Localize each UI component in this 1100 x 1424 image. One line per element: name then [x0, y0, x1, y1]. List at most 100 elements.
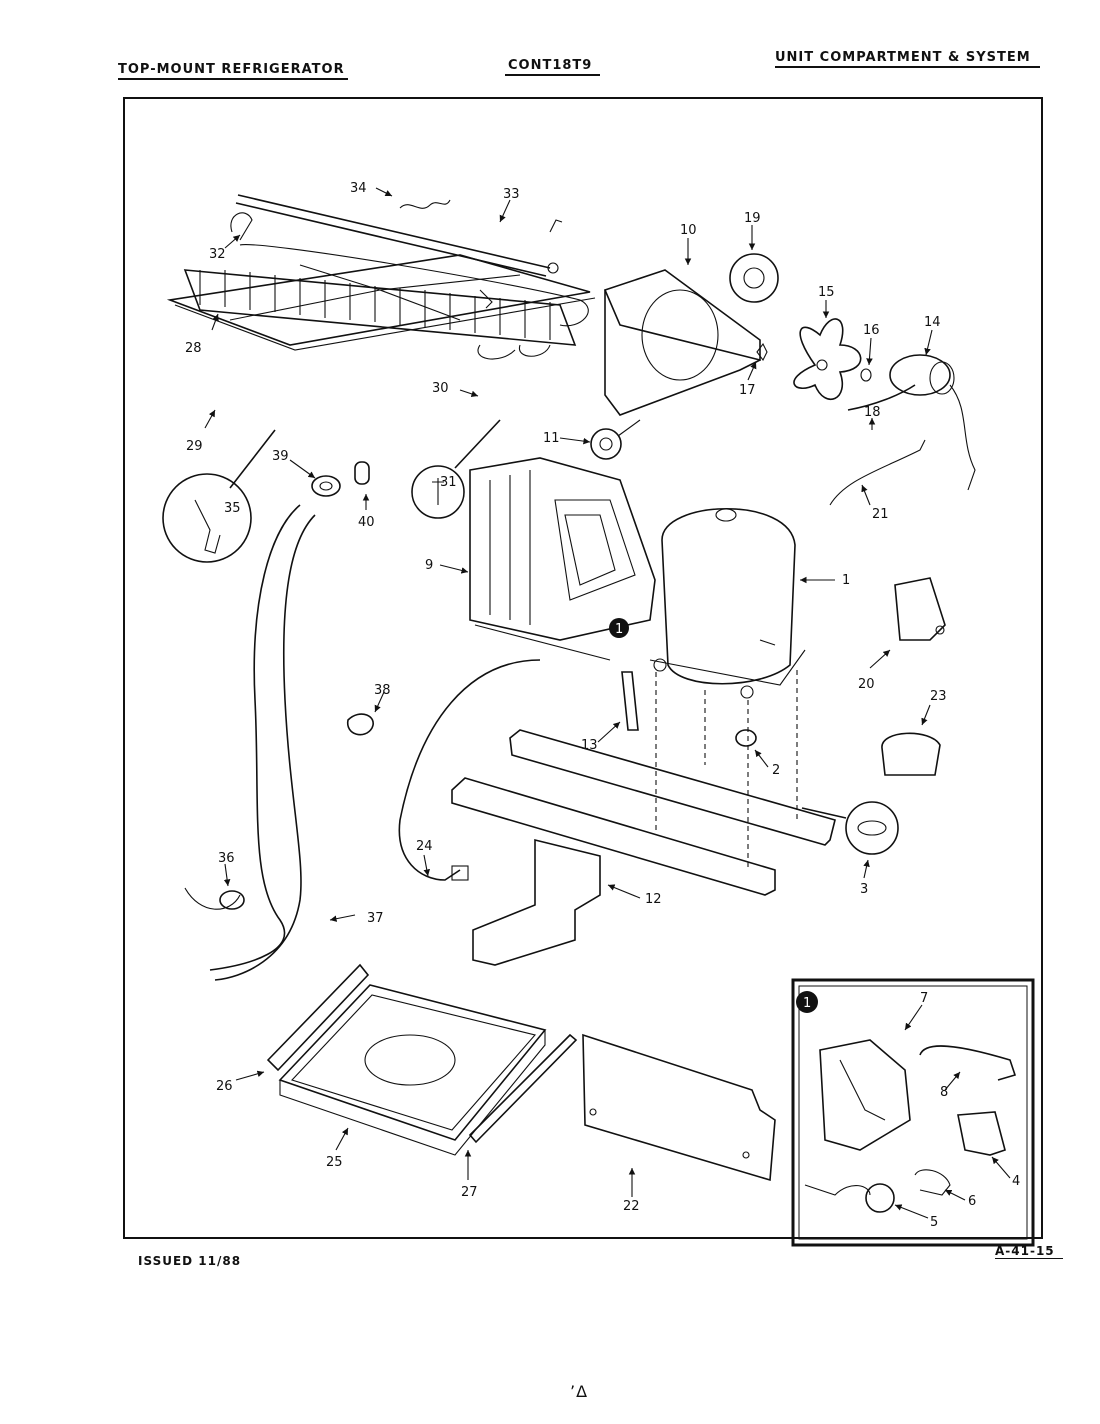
callout-8: 8	[940, 1085, 948, 1100]
callout-34: 34	[350, 181, 367, 196]
part-16-nut	[860, 368, 872, 382]
part-30-clip	[479, 289, 493, 309]
part-19-detail	[729, 253, 779, 303]
callout-6: 6	[968, 1194, 976, 1209]
part-3-detail	[801, 801, 899, 855]
part-36-clamp	[184, 887, 245, 910]
base-rails	[451, 729, 836, 896]
callout-4: 4	[1012, 1174, 1020, 1189]
callout-29: 29	[186, 439, 203, 454]
part-31-detail	[411, 419, 501, 519]
callout-14: 14	[924, 315, 941, 330]
callout-10: 10	[680, 223, 697, 238]
part-15-fan-blade	[793, 318, 862, 401]
part-21-harness	[829, 439, 926, 506]
header-left-underline	[118, 78, 348, 80]
part-40-grommet	[354, 461, 370, 485]
callout-22: 22	[623, 1199, 640, 1214]
part-12-bracket	[472, 838, 601, 966]
part-2-grommet	[735, 729, 757, 747]
callout-15: 15	[818, 285, 835, 300]
part-14-fan-motor	[889, 354, 976, 491]
header-right-underline	[775, 66, 1040, 68]
inset-box-marker-label: 1	[803, 996, 811, 1011]
callout-28: 28	[185, 341, 202, 356]
callout-35: 35	[224, 501, 241, 516]
part-8-clip	[919, 1045, 1017, 1081]
part-20-capacitor	[894, 577, 946, 641]
callout-9: 9	[425, 558, 433, 573]
callout-26: 26	[216, 1079, 233, 1094]
part-17-screw	[756, 342, 768, 362]
callout-2: 2	[772, 763, 780, 778]
header-left-title: TOP-MOUNT REFRIGERATOR	[118, 62, 345, 77]
part-38-clamp	[347, 713, 374, 736]
header-center-underline	[505, 74, 600, 76]
part-11-grommet	[590, 419, 641, 460]
leader-lines	[204, 187, 1011, 1219]
handwritten-mark: ’Δ	[570, 1382, 589, 1401]
part-1-compressor	[649, 508, 806, 699]
part-25-drain-pan	[278, 984, 547, 1156]
callout-20: 20	[858, 677, 875, 692]
diagram-frame	[123, 97, 1043, 1239]
inset-box	[791, 978, 1035, 1247]
callout-13: 13	[581, 738, 598, 753]
callout-5: 5	[930, 1215, 938, 1230]
part-9-housing	[469, 457, 656, 641]
part-27-bracket	[468, 1033, 578, 1144]
callout-37: 37	[367, 911, 384, 926]
part-35-detail	[162, 429, 276, 563]
part-33-tube	[235, 194, 563, 277]
header-section-title: UNIT COMPARTMENT & SYSTEM	[775, 50, 1031, 65]
part-28-condenser	[183, 244, 589, 360]
part-7-terminal-cover	[819, 1039, 911, 1151]
inset-1-marker	[609, 618, 629, 638]
callout-36: 36	[218, 851, 235, 866]
mounting-guide-lines	[655, 670, 798, 868]
callout-40: 40	[358, 515, 375, 530]
callout-31: 31	[440, 475, 457, 490]
callout-labels: 1 2 3 4 5 6 7 8 9 10 11 12 13 14 15 16 1…	[185, 181, 1020, 1230]
part-24-power-cord	[398, 659, 541, 881]
callout-23: 23	[930, 689, 947, 704]
callout-38: 38	[374, 683, 391, 698]
document-number-underline	[995, 1258, 1063, 1259]
part-10-fan-shroud	[603, 269, 761, 416]
callout-33: 33	[503, 187, 520, 202]
part-4-relay	[957, 1111, 1006, 1156]
part-23-relay	[881, 732, 941, 776]
callout-1: 1	[842, 573, 850, 588]
part-39-grommet	[311, 475, 341, 497]
callout-3: 3	[860, 882, 868, 897]
part-6-clip	[914, 1169, 951, 1196]
callout-21: 21	[872, 507, 889, 522]
callout-39: 39	[272, 449, 289, 464]
callout-32: 32	[209, 247, 226, 262]
callout-27: 27	[461, 1185, 478, 1200]
part-29-drain-tray	[166, 254, 596, 351]
callout-18: 18	[864, 405, 881, 420]
part-34-wire	[399, 199, 451, 209]
callout-16: 16	[863, 323, 880, 338]
issued-date: ISSUED 11/88	[138, 1254, 242, 1268]
part-9-bracket	[474, 624, 611, 661]
callout-12: 12	[645, 892, 662, 907]
callout-25: 25	[326, 1155, 343, 1170]
callout-30: 30	[432, 381, 449, 396]
part-24-plug	[451, 865, 469, 881]
part-5-overload	[804, 1183, 895, 1213]
inset-1-marker-label: 1	[615, 622, 623, 637]
header-model-number: CONT18T9	[508, 58, 593, 73]
callout-19: 19	[744, 211, 761, 226]
part-32-clamp	[230, 212, 253, 241]
callout-17: 17	[739, 383, 756, 398]
part-37-drain-hose	[209, 504, 301, 971]
part-37-drain-hose-outer	[214, 514, 316, 981]
part-13-drier	[621, 671, 639, 731]
part-22-cover-panel	[582, 1033, 776, 1182]
document-number: A-41-15	[995, 1244, 1055, 1258]
callout-7: 7	[920, 991, 928, 1006]
callout-11: 11	[543, 431, 560, 446]
